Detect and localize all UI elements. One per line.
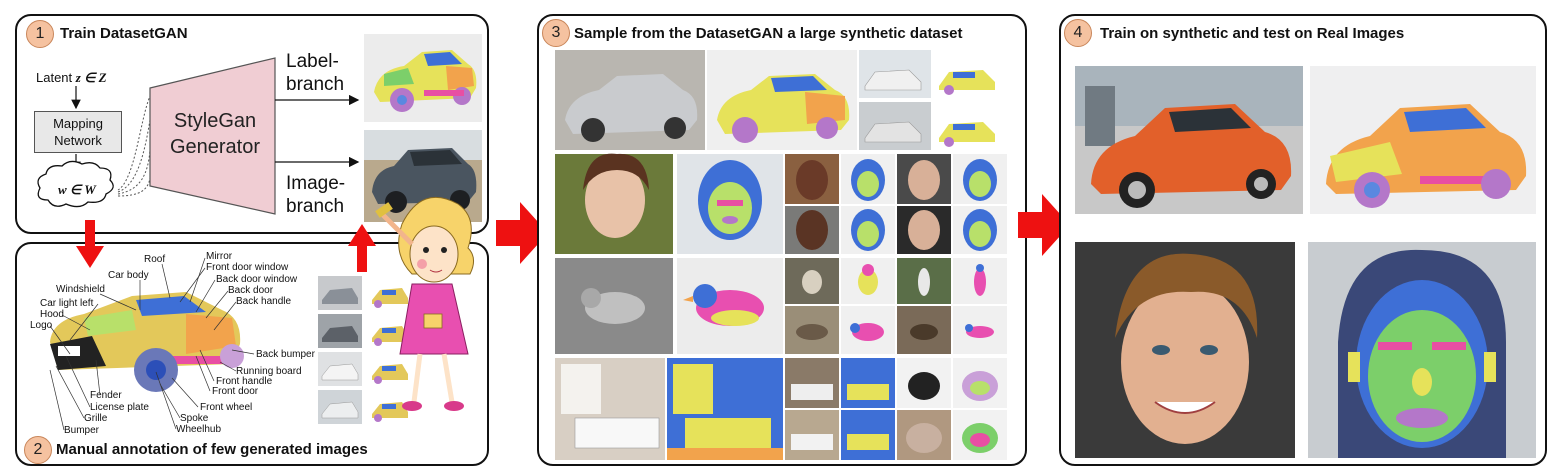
part-label-logo: Logo: [30, 320, 53, 331]
red-arrow-right-2: [1018, 194, 1070, 256]
part-label-car-light-left: Car light left: [40, 298, 94, 309]
real-car-photo: [1075, 66, 1303, 214]
part-label-bumper: Bumper: [64, 425, 100, 436]
w-cloud-icon: [37, 160, 114, 208]
annotated-thumbnails: [318, 276, 414, 426]
label-branch-text: Label- branch: [286, 51, 345, 95]
mapping-line-2: Network: [54, 133, 102, 148]
part-leader-lines: [49, 257, 255, 431]
part-label-back-bumper: Back bumper: [256, 349, 315, 360]
generator-line-1: StyleGan: [173, 110, 257, 132]
annotated-car-diagram: [50, 292, 244, 392]
part-label-license-plate: License plate: [90, 402, 149, 413]
synthetic-samples-grid: [555, 50, 1007, 460]
part-label-spoke: Spoke: [180, 413, 209, 424]
generated-car-label-image: [364, 34, 482, 122]
panel-title-1: Train DatasetGAN: [60, 25, 188, 42]
mapping-network-box: Mapping Network: [34, 111, 122, 153]
part-label-front-door: Front door: [212, 386, 259, 397]
generator-line-2: Generator: [169, 136, 261, 158]
part-label-wheelhub: Wheelhub: [176, 424, 222, 435]
latent-math: z ∈ Z: [75, 70, 107, 85]
face-segmentation-prediction: [1308, 242, 1536, 458]
stylegan-generator-shape: [149, 57, 276, 215]
car-segmentation-prediction: [1310, 66, 1536, 214]
red-arrow-right-1: [496, 202, 548, 264]
image-branch-text: Image- branch: [286, 173, 346, 217]
red-arrow-down: [76, 220, 104, 268]
step-badge-1: 1: [26, 20, 54, 48]
part-label-back-door-window: Back door window: [216, 274, 298, 285]
part-label-roof: Roof: [144, 254, 166, 265]
part-label-mirror: Mirror: [206, 251, 233, 262]
step-badge-4: 4: [1064, 19, 1092, 47]
part-label-fender: Fender: [90, 390, 122, 401]
part-label-back-handle: Back handle: [236, 296, 292, 307]
girl-mascot-illustration: [375, 196, 474, 411]
panel1-diagram: [37, 57, 360, 215]
part-label-car-body: Car body: [108, 270, 149, 281]
step-badge-2: 2: [24, 436, 52, 464]
real-face-photo: [1075, 242, 1295, 458]
part-label-grille: Grille: [84, 413, 108, 424]
panel-title-3: Sample from the DatasetGAN a large synth…: [574, 25, 963, 42]
panel-title-4: Train on synthetic and test on Real Imag…: [1100, 25, 1405, 42]
part-label-back-door: Back door: [228, 285, 274, 296]
generator-label: StyleGan Generator: [160, 108, 270, 160]
part-label-front-wheel: Front wheel: [200, 402, 253, 413]
panel-title-2: Manual annotation of few generated image…: [56, 441, 368, 458]
part-label-running-board: Running board: [236, 366, 302, 377]
w-math: w ∈ W: [58, 182, 96, 197]
latent-label: Latent z ∈ Z: [36, 70, 107, 85]
step-badge-3: 3: [542, 19, 570, 47]
part-label-front-handle: Front handle: [216, 376, 273, 387]
part-label-front-door-window: Front door window: [206, 262, 289, 273]
mapping-line-1: Mapping: [53, 116, 103, 131]
part-label-hood: Hood: [40, 309, 64, 320]
red-arrow-up: [348, 224, 376, 272]
part-label-windshield: Windshield: [56, 284, 105, 295]
